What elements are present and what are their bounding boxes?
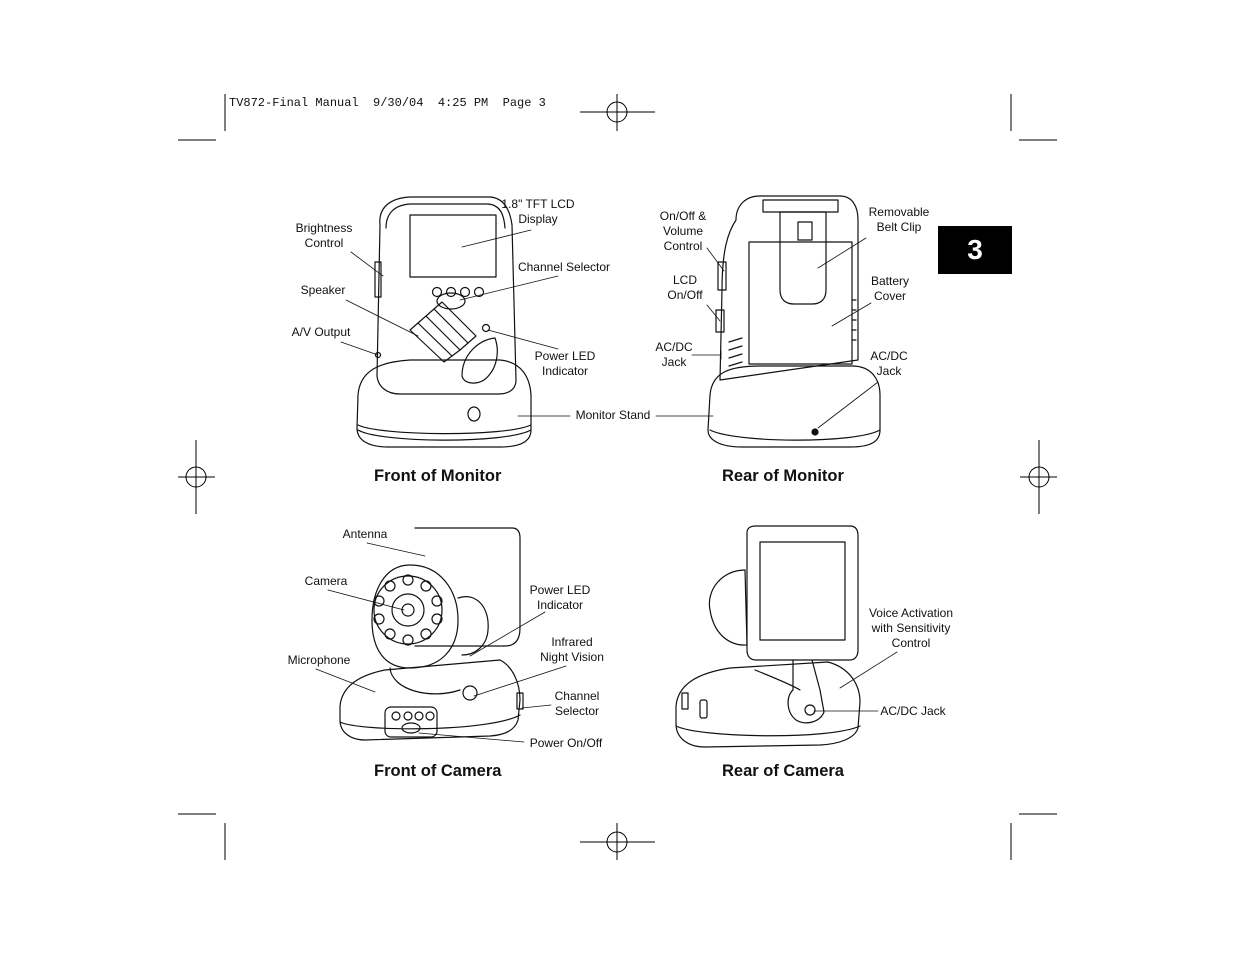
label-speaker: Speaker (300, 283, 346, 297)
label-channel-selector: Channel Selector (517, 260, 611, 274)
label-monitor-stand: Monitor Stand (575, 408, 651, 422)
label-acdc-jack-camera: AC/DC Jack (880, 704, 946, 718)
label-infrared-night-vision: Infrared Night Vision (540, 635, 604, 664)
label-power-led-monitor: Power LED Indicator (534, 349, 596, 378)
caption-front-of-camera: Front of Camera (374, 762, 502, 780)
label-battery-cover: Battery Cover (870, 274, 909, 303)
camera-rear-drawing (676, 526, 860, 747)
label-antenna: Antenna (342, 527, 388, 541)
label-acdc-jack-left: AC/DC Jack (655, 340, 693, 369)
label-lcd-onoff: LCD On/Off (667, 273, 703, 302)
caption-rear-of-monitor: Rear of Monitor (722, 467, 844, 485)
label-acdc-jack-right: AC/DC Jack (870, 349, 908, 378)
caption-front-of-monitor: Front of Monitor (374, 467, 502, 485)
monitor-rear-drawing (708, 196, 880, 447)
label-display: 1.8" TFT LCD Display (501, 197, 575, 226)
label-belt-clip: Removable Belt Clip (868, 205, 930, 234)
caption-rear-of-camera: Rear of Camera (722, 762, 844, 780)
label-microphone: Microphone (287, 653, 351, 667)
label-power-led-camera: Power LED Indicator (529, 583, 591, 612)
monitor-front-drawing (357, 197, 531, 447)
leader-lines (316, 230, 897, 742)
label-brightness-control: Brightness Control (295, 221, 353, 250)
page-number-badge: 3 (938, 226, 1012, 274)
label-av-output: A/V Output (291, 325, 351, 339)
camera-front-drawing (340, 528, 523, 740)
label-channel-selector-camera: Channel Selector (554, 689, 600, 718)
label-camera: Camera (304, 574, 348, 588)
label-power-onoff: Power On/Off (529, 736, 603, 750)
label-voice-activation: Voice Activation with Sensitivity Contro… (868, 606, 954, 650)
label-onoff-volume: On/Off & Volume Control (659, 209, 707, 253)
print-header: TV872-Final Manual 9/30/04 4:25 PM Page … (229, 96, 546, 110)
